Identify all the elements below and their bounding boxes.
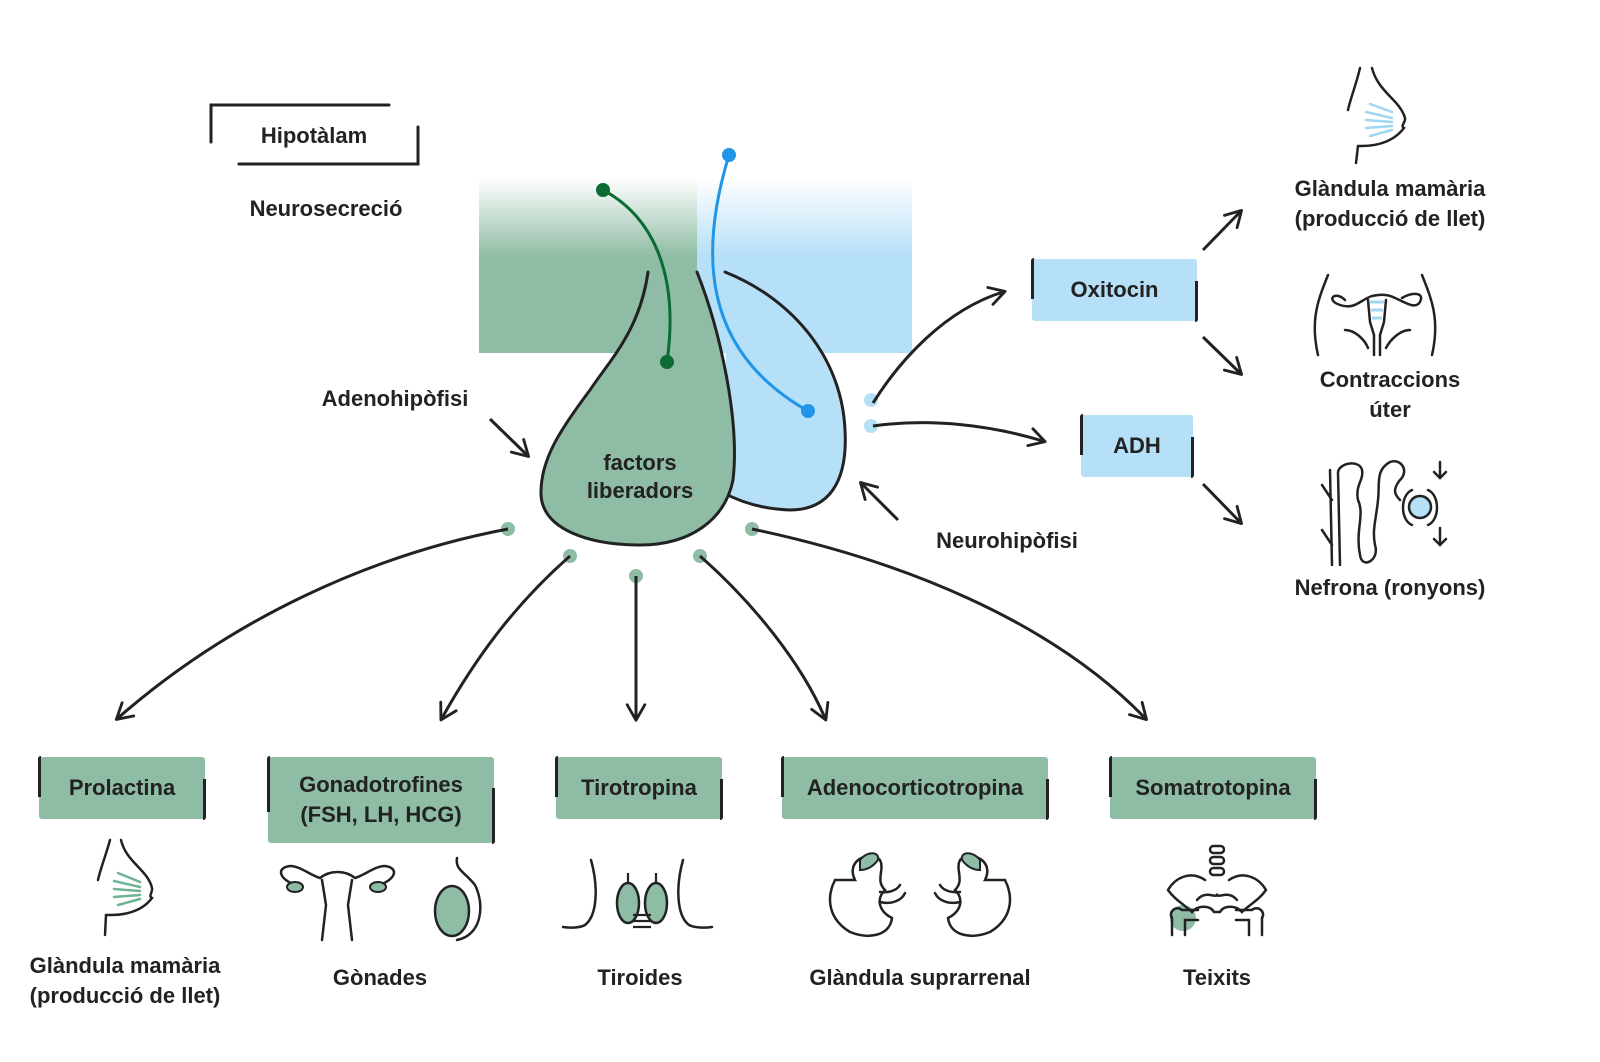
target-label-line1: Nefrona (ronyons)	[1294, 575, 1486, 600]
target-label-line2: (producció de llet)	[1294, 206, 1486, 231]
neurohypophysis-label: Neurohipòfisi	[936, 528, 1078, 553]
somatrotopina-box: Somatrotopina	[1109, 756, 1317, 820]
adenocorticotropina-label: Adenocorticotropina	[806, 775, 1024, 800]
posterior-output-dot	[864, 419, 878, 433]
adh-box: ADH	[1080, 414, 1194, 478]
anterior-target-mammary: Glàndula mamària (producció de llet)	[0, 951, 250, 1011]
arrow-to-somatrotopina	[751, 527, 1148, 722]
blue-neuron-end-dot	[801, 404, 815, 418]
releasing-factors-line1: factors	[603, 450, 677, 475]
releasing-factors-label: factors liberadors	[560, 449, 720, 505]
target-label-line1: Contraccions	[1319, 367, 1461, 392]
anterior-target-tissues: Teixits	[1117, 963, 1317, 993]
gonads-icon	[279, 856, 482, 942]
posterior-target-uterus: Contraccions úter	[1265, 365, 1515, 425]
uterus-lining	[1370, 300, 1384, 320]
anterior-target-thyroid: Tiroides	[540, 963, 740, 993]
posterior-target-nephron: Nefrona (ronyons)	[1265, 573, 1515, 603]
adenocorticotropina-box: Adenocorticotropina	[781, 756, 1049, 820]
arrow-oxitocin-to-uterus	[1201, 335, 1244, 376]
posterior-output-dot	[864, 393, 878, 407]
anterior-target-adrenal: Glàndula suprarrenal	[780, 963, 1060, 993]
blue-neuron-start-dot	[722, 148, 736, 162]
nephron-icon	[1320, 459, 1448, 567]
arrow-to-oxitocin	[871, 286, 1007, 404]
arrow-to-adenocorticotropina	[699, 554, 830, 722]
arrow-to-prolactina	[114, 527, 509, 721]
prolactina-box: Prolactina	[38, 756, 206, 820]
tirotropina-label: Tirotropina	[581, 775, 697, 800]
target-label-line1: Teixits	[1182, 965, 1252, 990]
gonadotrofines-label-line2: (FSH, LH, HCG)	[300, 802, 462, 827]
target-label-line1: Glàndula suprarrenal	[809, 965, 1031, 990]
target-label-line1: Glàndula mamària	[29, 953, 221, 978]
target-label-line2: (producció de llet)	[29, 983, 221, 1008]
arrow-to-gonadotrofines	[439, 554, 571, 722]
neurohypophysis-pointer-arrow	[859, 481, 900, 522]
target-label-line2: úter	[1369, 397, 1411, 422]
green-neuron-start-dot	[596, 183, 610, 197]
anterior-lobe-outline	[539, 270, 736, 547]
arrow-to-adh	[872, 421, 1047, 448]
breast-icon	[96, 838, 154, 937]
posterior-target-mammary: Glàndula mamària (producció de llet)	[1265, 174, 1515, 234]
hypothalamus-label: Hipotàlam	[260, 123, 368, 148]
adh-label: ADH	[1113, 433, 1161, 458]
thyroid-icon	[561, 858, 714, 929]
somatrotopina-label: Somatrotopina	[1135, 775, 1291, 800]
glomerulus	[1407, 494, 1433, 520]
target-label-line1: Gònades	[332, 965, 428, 990]
target-label-line1: Glàndula mamària	[1294, 176, 1486, 201]
posterior-lobe	[722, 272, 846, 510]
oxitocin-label: Oxitocin	[1070, 277, 1159, 302]
releasing-factors-line2: liberadors	[586, 478, 694, 503]
arrow-adh-to-nephron	[1201, 482, 1243, 526]
prolactina-label: Prolactina	[68, 775, 176, 800]
target-label-line1: Tiroides	[597, 965, 683, 990]
neurosecretion-label: Neurosecreció	[249, 196, 403, 221]
green-neuron-end-dot	[660, 355, 674, 369]
arrow-oxitocin-to-mammary	[1201, 208, 1243, 252]
anterior-target-gonads: Gònades	[280, 963, 480, 993]
gonadotrofines-label-line1: Gonadotrofines	[299, 772, 463, 797]
adrenal-gland-icon	[828, 852, 1012, 937]
gonadotrofines-box: Gonadotrofines (FSH, LH, HCG)	[267, 756, 495, 844]
breast-icon	[1346, 66, 1407, 165]
oxitocin-box: Oxitocin	[1031, 258, 1198, 322]
tirotropina-box: Tirotropina	[555, 756, 723, 820]
anterior-lobe	[540, 272, 735, 545]
adenohypophysis-pointer-arrow	[488, 417, 531, 458]
hypothalamus-box-frame	[209, 103, 420, 166]
blue-neuron-fiber	[711, 154, 809, 413]
pelvis-bones-icon	[1166, 844, 1268, 937]
adenohypophysis-label: Adenohipòfisi	[321, 386, 469, 411]
green-neuron-fiber	[602, 188, 672, 363]
posterior-lobe-outline	[720, 270, 847, 512]
uterus-icon	[1313, 273, 1437, 357]
